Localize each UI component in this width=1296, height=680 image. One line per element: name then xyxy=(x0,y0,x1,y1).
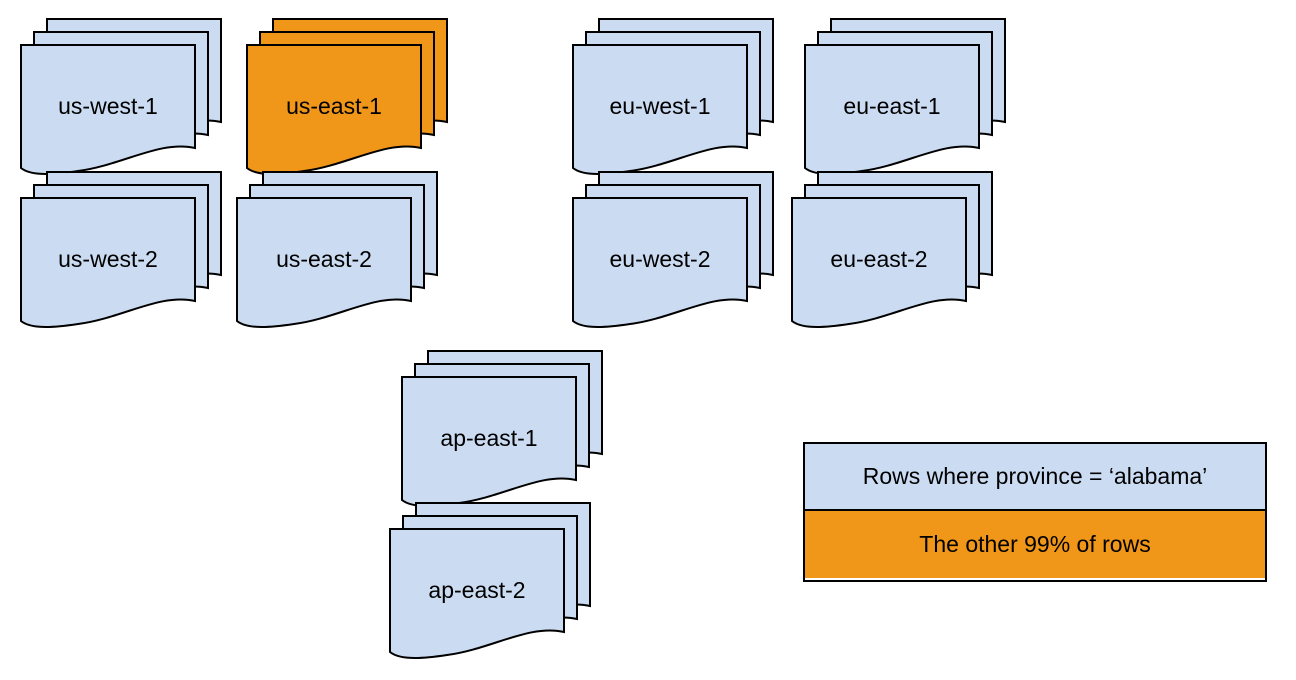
region-label: eu-west-1 xyxy=(610,93,711,119)
document-stack-graphic: us-west-1 xyxy=(20,18,222,175)
document-stack-graphic: us-east-1 xyxy=(246,18,448,175)
region-stack-us-west-1: us-west-1 xyxy=(20,18,226,180)
document-stack-graphic: us-west-2 xyxy=(20,171,222,328)
legend: Rows where province = ‘alabama’ The othe… xyxy=(803,442,1267,582)
region-label: us-east-2 xyxy=(276,246,372,272)
document-stack-graphic: eu-west-1 xyxy=(572,18,774,175)
region-stack-eu-east-1: eu-east-1 xyxy=(804,18,1010,180)
document-stack-graphic: eu-east-1 xyxy=(804,18,1006,175)
region-stack-us-west-2: us-west-2 xyxy=(20,171,226,333)
document-stack-graphic: eu-west-2 xyxy=(572,171,774,328)
region-label: eu-west-2 xyxy=(610,246,711,272)
region-stack-eu-west-1: eu-west-1 xyxy=(572,18,778,180)
document-stack-graphic: ap-east-1 xyxy=(401,350,603,507)
region-label: us-west-2 xyxy=(58,246,158,272)
document-stack-graphic: us-east-2 xyxy=(236,171,438,328)
region-label: us-west-1 xyxy=(58,93,158,119)
document-stack-graphic: ap-east-2 xyxy=(389,502,591,659)
legend-row-orange: The other 99% of rows xyxy=(805,511,1265,578)
region-label: ap-east-1 xyxy=(440,425,537,451)
region-stack-us-east-2: us-east-2 xyxy=(236,171,442,333)
region-stack-us-east-1: us-east-1 xyxy=(246,18,452,180)
region-label: us-east-1 xyxy=(286,93,382,119)
region-stack-ap-east-1: ap-east-1 xyxy=(401,350,607,512)
legend-label: The other 99% of rows xyxy=(919,531,1151,557)
region-label: eu-east-2 xyxy=(830,246,927,272)
legend-label: Rows where province = ‘alabama’ xyxy=(862,463,1208,489)
region-label: ap-east-2 xyxy=(428,577,525,603)
legend-row-blue: Rows where province = ‘alabama’ xyxy=(805,444,1265,511)
region-stack-eu-west-2: eu-west-2 xyxy=(572,171,778,333)
region-stack-eu-east-2: eu-east-2 xyxy=(791,171,997,333)
region-stack-ap-east-2: ap-east-2 xyxy=(389,502,595,664)
document-stack-graphic: eu-east-2 xyxy=(791,171,993,328)
region-label: eu-east-1 xyxy=(843,93,940,119)
